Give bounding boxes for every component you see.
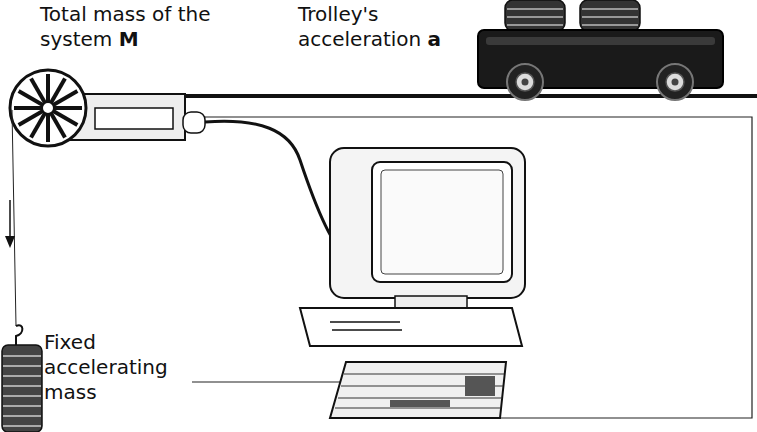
wheel-hub	[666, 73, 684, 91]
trolley-trim	[486, 37, 715, 45]
system-mass-label: Total mass of the system M	[40, 2, 218, 52]
weight-disc-edge	[582, 24, 638, 26]
trolley-weights	[505, 0, 640, 31]
keyboard	[330, 362, 506, 418]
key-row	[335, 408, 501, 409]
monitor-stand	[395, 296, 467, 308]
wheel-axle	[672, 79, 679, 86]
space-bar	[390, 400, 450, 407]
drive-slot	[330, 321, 400, 323]
acceleration-label: Trolley's acceleration a	[298, 2, 488, 52]
pulley-hub	[42, 102, 54, 114]
pulley	[10, 70, 86, 146]
wheel-axle	[522, 79, 529, 86]
string-line	[100, 94, 757, 98]
label-words: Trolley's acceleration	[298, 2, 428, 51]
weight-disc-edge	[507, 16, 563, 18]
key-row	[338, 398, 502, 399]
mass-disc-edge	[3, 395, 41, 397]
arrow-head	[5, 236, 15, 248]
clamp-slot	[95, 108, 173, 129]
computer	[300, 148, 525, 418]
weight-stack	[580, 0, 640, 31]
wheel-hub	[516, 73, 534, 91]
mass-disc-edge	[3, 385, 41, 387]
pulley-wheel	[10, 70, 86, 146]
mass-disc-edge	[3, 405, 41, 407]
hanging-mass-label: Fixed accelerating mass	[44, 330, 194, 405]
mass-disc-edge	[3, 355, 41, 357]
weight-disc-edge	[507, 24, 563, 26]
mass-disc-edge	[3, 425, 41, 427]
sensor-cable	[205, 121, 346, 255]
drive-slot	[332, 329, 402, 331]
quantity-symbol: M	[119, 27, 139, 51]
trolley	[478, 30, 723, 100]
mass-hook	[16, 325, 22, 346]
monitor-casing	[330, 148, 525, 298]
motion-arrow	[9, 200, 11, 238]
numeric-keypad	[465, 376, 495, 396]
weight-disc-edge	[507, 8, 563, 10]
trolley-wheel	[507, 64, 543, 100]
weight-stack	[505, 0, 565, 31]
weight-disc-edge	[582, 8, 638, 10]
system-unit	[300, 308, 522, 346]
mass-disc-edge	[3, 415, 41, 417]
mass-disc-edge	[3, 365, 41, 367]
slotted-mass-stack	[2, 345, 42, 432]
mass-disc-edge	[3, 375, 41, 377]
light-gate	[183, 112, 205, 133]
monitor-screen	[381, 170, 503, 274]
monitor-bezel	[372, 162, 512, 282]
trolley-wheel	[657, 64, 693, 100]
hanging-string	[12, 110, 16, 326]
bench-outline	[190, 117, 752, 418]
key-row	[344, 374, 504, 375]
quantity-symbol: a	[428, 27, 442, 51]
weight-disc-edge	[582, 16, 638, 18]
mass-stack	[2, 345, 42, 432]
